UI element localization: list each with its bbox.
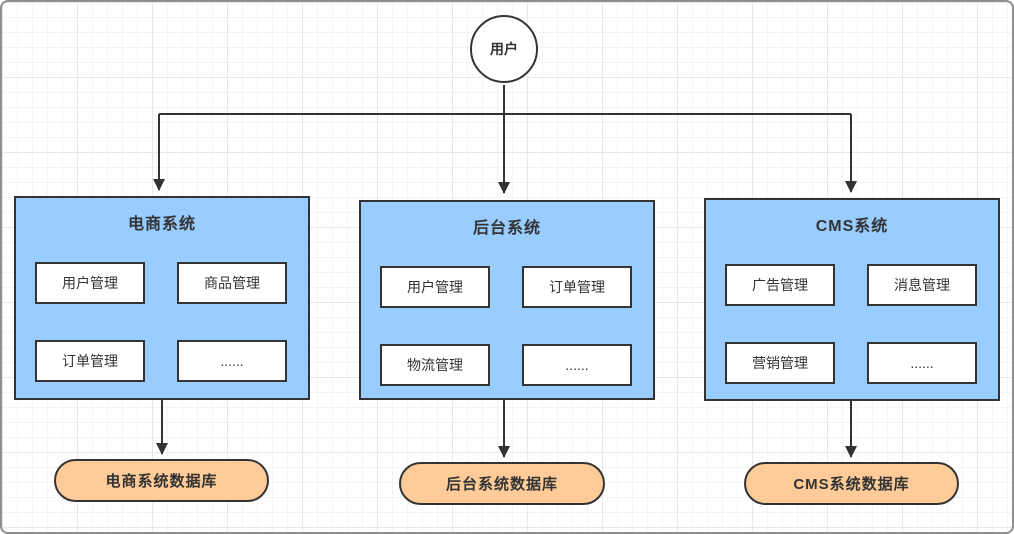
system-box-cms[interactable]: CMS系统 广告管理 消息管理 营销管理 ......	[704, 198, 1000, 401]
database-node-ecommerce[interactable]: 电商系统数据库	[54, 459, 269, 502]
module-box[interactable]: 用户管理	[35, 262, 145, 304]
module-box-ellipsis[interactable]: ......	[867, 342, 977, 384]
module-box[interactable]: 商品管理	[177, 262, 287, 304]
system-box-ecommerce[interactable]: 电商系统 用户管理 商品管理 订单管理 ......	[14, 196, 310, 400]
module-box-ellipsis[interactable]: ......	[177, 340, 287, 382]
module-box[interactable]: 营销管理	[725, 342, 835, 384]
system-title: 后台系统	[472, 220, 541, 237]
module-box[interactable]: 物流管理	[380, 344, 490, 386]
system-box-backend[interactable]: 后台系统 用户管理 订单管理 物流管理 ......	[359, 200, 655, 400]
database-node-backend[interactable]: 后台系统数据库	[399, 462, 605, 505]
module-box[interactable]: 消息管理	[867, 264, 977, 306]
system-title: 电商系统	[127, 216, 196, 233]
database-node-cms[interactable]: CMS系统数据库	[744, 462, 959, 505]
system-title: CMS系统	[815, 218, 889, 235]
module-box-ellipsis[interactable]: ......	[522, 344, 632, 386]
module-box[interactable]: 订单管理	[35, 340, 145, 382]
user-node[interactable]: 用户	[470, 15, 538, 83]
user-node-label: 用户	[490, 41, 518, 57]
module-box[interactable]: 用户管理	[380, 266, 490, 308]
module-box[interactable]: 广告管理	[725, 264, 835, 306]
module-box[interactable]: 订单管理	[522, 266, 632, 308]
